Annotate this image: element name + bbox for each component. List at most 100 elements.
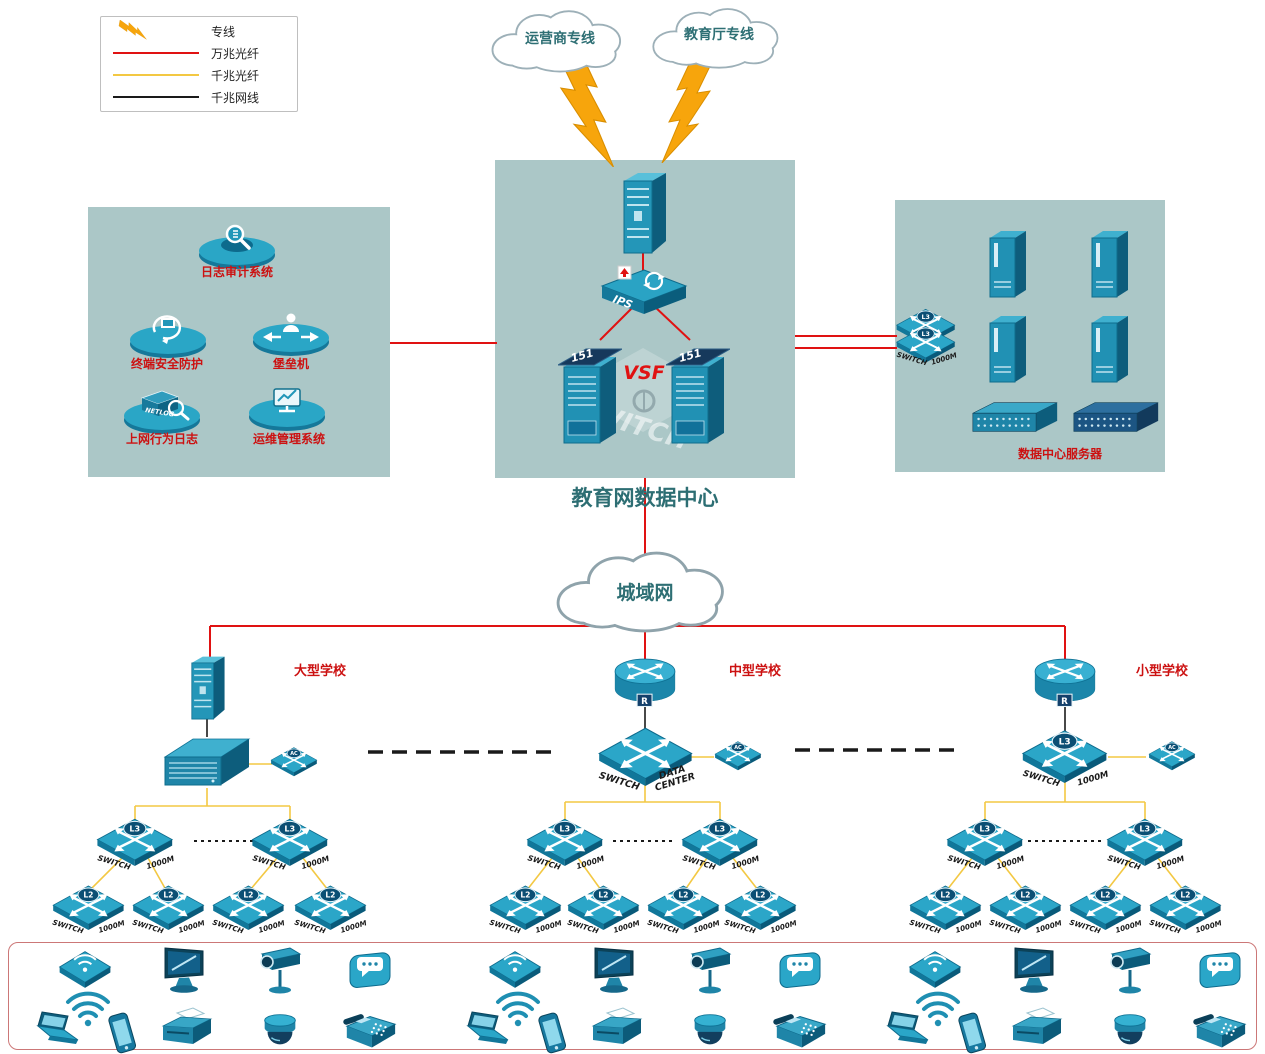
printer-icon[interactable] (1008, 1006, 1066, 1054)
desk-phone-icon[interactable] (1191, 1010, 1249, 1054)
cloud-label: 城域网 (616, 582, 674, 604)
svg-text:R: R (1061, 697, 1068, 707)
wifi-signal-icon[interactable] (62, 983, 114, 1029)
ops-management-icon[interactable] (241, 383, 333, 435)
svg-text:L3: L3 (285, 825, 296, 834)
svg-text:L3: L3 (980, 825, 991, 834)
cloud-education-line[interactable]: 教育厅专线 (643, 2, 795, 74)
svg-text:L2: L2 (1020, 890, 1030, 899)
laptop-icon[interactable] (879, 1009, 931, 1051)
ptz-camera-icon[interactable] (680, 942, 736, 998)
wireless-ap-icon[interactable] (906, 944, 964, 990)
svg-text:L3: L3 (715, 825, 726, 834)
router-icon[interactable]: R (1028, 652, 1102, 710)
cloud-operator-line[interactable]: 运营商专线 (486, 4, 634, 78)
svg-text:L3: L3 (922, 331, 930, 338)
smartphone-icon[interactable] (955, 1011, 989, 1054)
server-tower-icon[interactable] (985, 305, 1031, 389)
printer-icon[interactable] (158, 1006, 216, 1054)
wireless-ap-icon[interactable] (486, 944, 544, 990)
monitor-icon[interactable] (588, 945, 642, 995)
cloud-man[interactable]: 城域网 (540, 544, 750, 639)
svg-text:L2: L2 (243, 890, 253, 899)
log-audit-icon[interactable] (191, 221, 283, 273)
laptop-icon[interactable] (29, 1009, 81, 1051)
chat-terminal-icon[interactable] (773, 945, 827, 991)
ips-device-icon[interactable]: IPS (598, 264, 690, 320)
firewall-icon[interactable] (614, 167, 672, 259)
wifi-signal-icon[interactable] (492, 983, 544, 1029)
access-controller-icon[interactable]: AC (269, 745, 319, 779)
red-line-sample (113, 52, 201, 54)
dome-camera-icon[interactable] (687, 1008, 733, 1052)
access-controller-icon[interactable]: AC (713, 739, 763, 773)
server-tower-icon[interactable] (985, 220, 1031, 304)
security-item-label: 终端安全防护 (130, 357, 204, 371)
desk-phone-icon[interactable] (341, 1010, 399, 1054)
ptz-camera-icon[interactable] (250, 942, 306, 998)
laptop-icon[interactable] (459, 1009, 511, 1051)
svg-text:L2: L2 (1180, 890, 1190, 899)
school-label-small: 小型学校 (1135, 664, 1189, 679)
netlog-icon[interactable]: NETLOG (116, 386, 208, 438)
smartphone-icon[interactable] (105, 1011, 139, 1054)
firewall-icon[interactable] (184, 652, 229, 724)
smartphone-icon[interactable] (535, 1011, 569, 1054)
storage-server-icon[interactable] (159, 731, 255, 793)
cloud-label: 教育厅专线 (684, 27, 754, 43)
legend-row-1g-copper: 千兆网线 (113, 87, 285, 107)
printer-icon[interactable] (588, 1006, 646, 1054)
svg-text:151: 151 (569, 346, 595, 365)
rack-server-icon[interactable] (969, 394, 1061, 442)
legend-row-dedicated: 专线 (113, 20, 285, 41)
svg-text:L3: L3 (922, 314, 930, 321)
ptz-camera-icon[interactable] (1100, 942, 1156, 998)
wifi-signal-icon[interactable] (912, 983, 964, 1029)
legend-row-1g-fiber: 千兆光纤 (113, 65, 285, 85)
server-tower-icon[interactable]: 151 (558, 337, 622, 449)
bastion-host-icon[interactable] (245, 308, 337, 360)
security-item-label: 日志审计系统 (200, 265, 274, 279)
monitor-icon[interactable] (1008, 945, 1062, 995)
server-tower-icon[interactable] (1087, 305, 1133, 389)
svg-text:L2: L2 (325, 890, 335, 899)
desk-phone-icon[interactable] (771, 1010, 829, 1054)
chat-terminal-icon[interactable] (1193, 945, 1247, 991)
yellow-line-sample (113, 74, 201, 76)
wireless-ap-icon[interactable] (56, 944, 114, 990)
vsf-label: VSF (623, 362, 665, 384)
endpoint-security-icon[interactable] (122, 310, 214, 362)
svg-text:R: R (641, 697, 648, 707)
rack-server-icon[interactable] (1070, 394, 1162, 442)
chat-terminal-icon[interactable] (343, 945, 397, 991)
monitor-icon[interactable] (158, 945, 212, 995)
server-tower-icon[interactable] (1087, 220, 1133, 304)
lightning-icon (652, 58, 724, 163)
router-icon[interactable]: R (608, 652, 682, 710)
access-controller-icon[interactable]: AC (1147, 739, 1197, 773)
dome-camera-icon[interactable] (1107, 1008, 1153, 1052)
server-tower-icon[interactable]: 151 (666, 337, 730, 449)
dome-camera-icon[interactable] (257, 1008, 303, 1052)
